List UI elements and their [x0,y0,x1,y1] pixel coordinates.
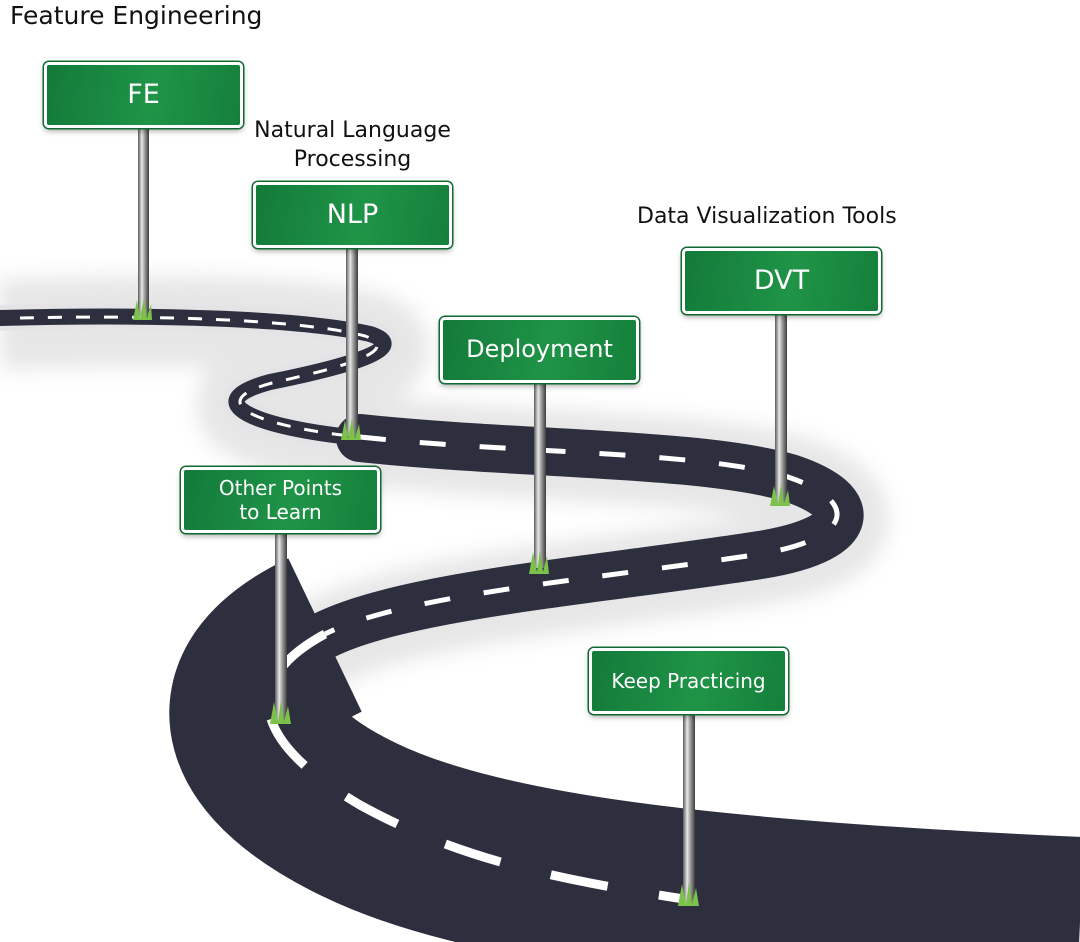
grass-tuft-fe [133,298,152,320]
road-segment-near [169,558,1080,942]
caption-natural-language-processing: Natural Language Processing [254,118,451,172]
caption-data-visualization-tools: Data Visualization Tools [637,204,897,229]
grass-tuft-dvt [770,484,790,506]
lane-marking-near [264,630,691,905]
sign-deployment-label: Deployment [466,335,613,364]
grass-tuft-deployment [529,550,549,574]
sign-nlp: NLP [253,182,452,248]
sign-nlp-label: NLP [326,198,379,230]
sign-other-points: Other Points to Learn [181,467,380,533]
lane-marking-far [19,315,379,439]
lane-marking-mid [323,434,840,637]
sign-fe: FE [44,62,243,128]
road-segment-far [0,308,392,446]
sign-fe-label: FE [127,78,160,110]
pole-deployment [534,382,546,568]
sign-keep-practicing-label: Keep Practicing [611,668,766,693]
pole-fe [138,126,149,316]
grass-tuft-nlp [341,418,361,440]
pole-dvt [775,313,787,503]
sign-deployment: Deployment [440,317,639,383]
sign-keep-practicing: Keep Practicing [589,648,788,714]
grass-tuft-other-points [270,700,291,724]
pole-other-points [275,532,287,722]
pole-nlp [346,246,358,436]
sign-dvt: DVT [682,248,881,314]
grass-tuft-keep-practicing [678,882,699,906]
sign-other-points-label: Other Points to Learn [218,475,343,524]
sign-dvt-label: DVT [753,264,810,296]
caption-feature-engineering: Feature Engineering [10,1,263,30]
pole-keep-practicing [683,713,695,903]
